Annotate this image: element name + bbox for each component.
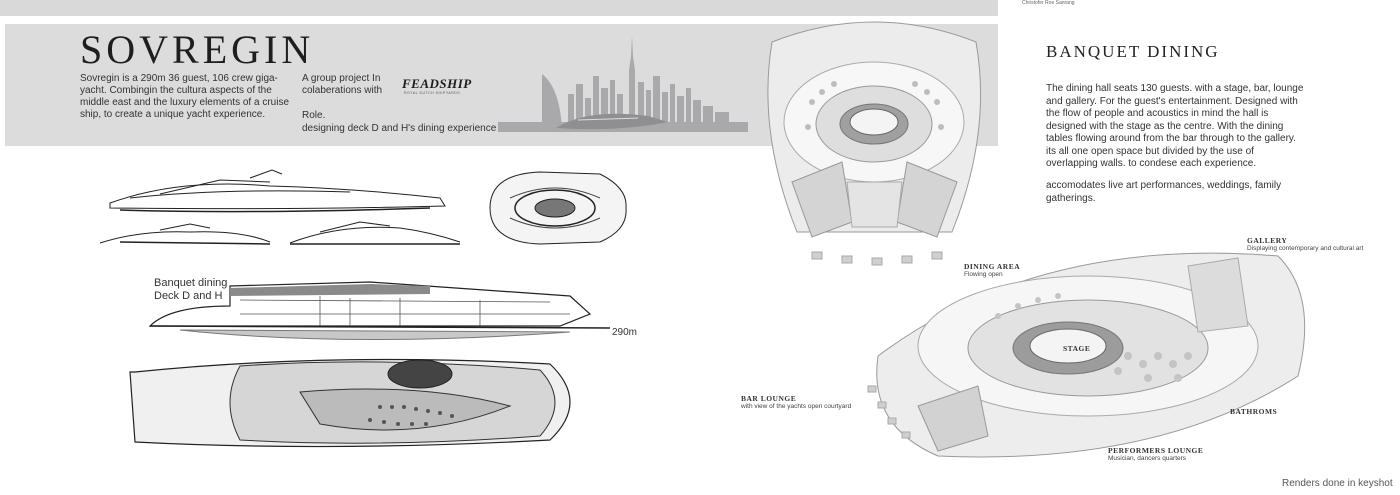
author-credit: Christofer Roe Sanrang	[1022, 0, 1075, 6]
renders-note: Renders done in keyshot	[1282, 478, 1393, 489]
dining-hall-render-top	[767, 21, 982, 266]
role-text: designing deck D and H's dining experien…	[302, 123, 497, 134]
banquet-title: BANQUET DINING	[1046, 42, 1220, 61]
banquet-events: accomodates live art performances, weddi…	[1046, 180, 1282, 204]
yacht-side-elevation	[148, 281, 611, 341]
dubai-skyline-illustration	[498, 36, 748, 132]
bar-lounge-sub: with view of the yachts open courtyard	[741, 403, 852, 410]
deck-plan	[129, 358, 571, 448]
dining-hall-render-bottom	[867, 252, 1306, 458]
performers-lounge-label: PERFORMERS LOUNGE	[1108, 446, 1204, 455]
bar-lounge-label: BAR LOUNGE	[741, 394, 797, 403]
stage-label: STAGE	[1063, 344, 1091, 353]
banquet-deck-label: Banquet dining Deck D and H	[154, 277, 228, 302]
yacht-sketch-top	[489, 171, 627, 245]
length-label: 290m	[612, 327, 638, 338]
feadship-logo-subtext: ROYAL DUTCH SHIPYARDS	[404, 91, 461, 95]
bathrooms-label: BATHROMS	[1230, 407, 1278, 416]
top-band	[0, 0, 998, 16]
dining-area-annotation: DINING AREA Flowing open	[964, 262, 1020, 278]
bar-lounge-annotation: BAR LOUNGE with view of the yachts open …	[741, 394, 851, 410]
gallery-annotation: GALLERY Displaying contemporary and cult…	[1247, 236, 1363, 252]
dining-area-label: DINING AREA	[964, 262, 1021, 271]
feadship-logo: FEADSHIP	[402, 76, 472, 91]
project-intro: Sovregin is a 290m 36 guest, 106 crew gi…	[80, 73, 289, 120]
gallery-sub: Displaying contemporary and cultural art	[1247, 245, 1364, 252]
group-project-text: A group project In colaberations with	[302, 73, 383, 96]
gallery-label: GALLERY	[1247, 236, 1288, 245]
banquet-description: The dining hall seats 130 guests. with a…	[1046, 83, 1304, 169]
dining-area-sub: Flowing open	[964, 271, 1003, 278]
yacht-sketch-side	[99, 169, 461, 245]
performers-lounge-sub: Musician, dancers quarters	[1108, 455, 1187, 462]
role-heading: Role.	[302, 110, 326, 121]
performers-lounge-annotation: PERFORMERS LOUNGE Musician, dancers quar…	[1108, 446, 1203, 462]
project-title: SOVREGIN	[80, 27, 315, 72]
